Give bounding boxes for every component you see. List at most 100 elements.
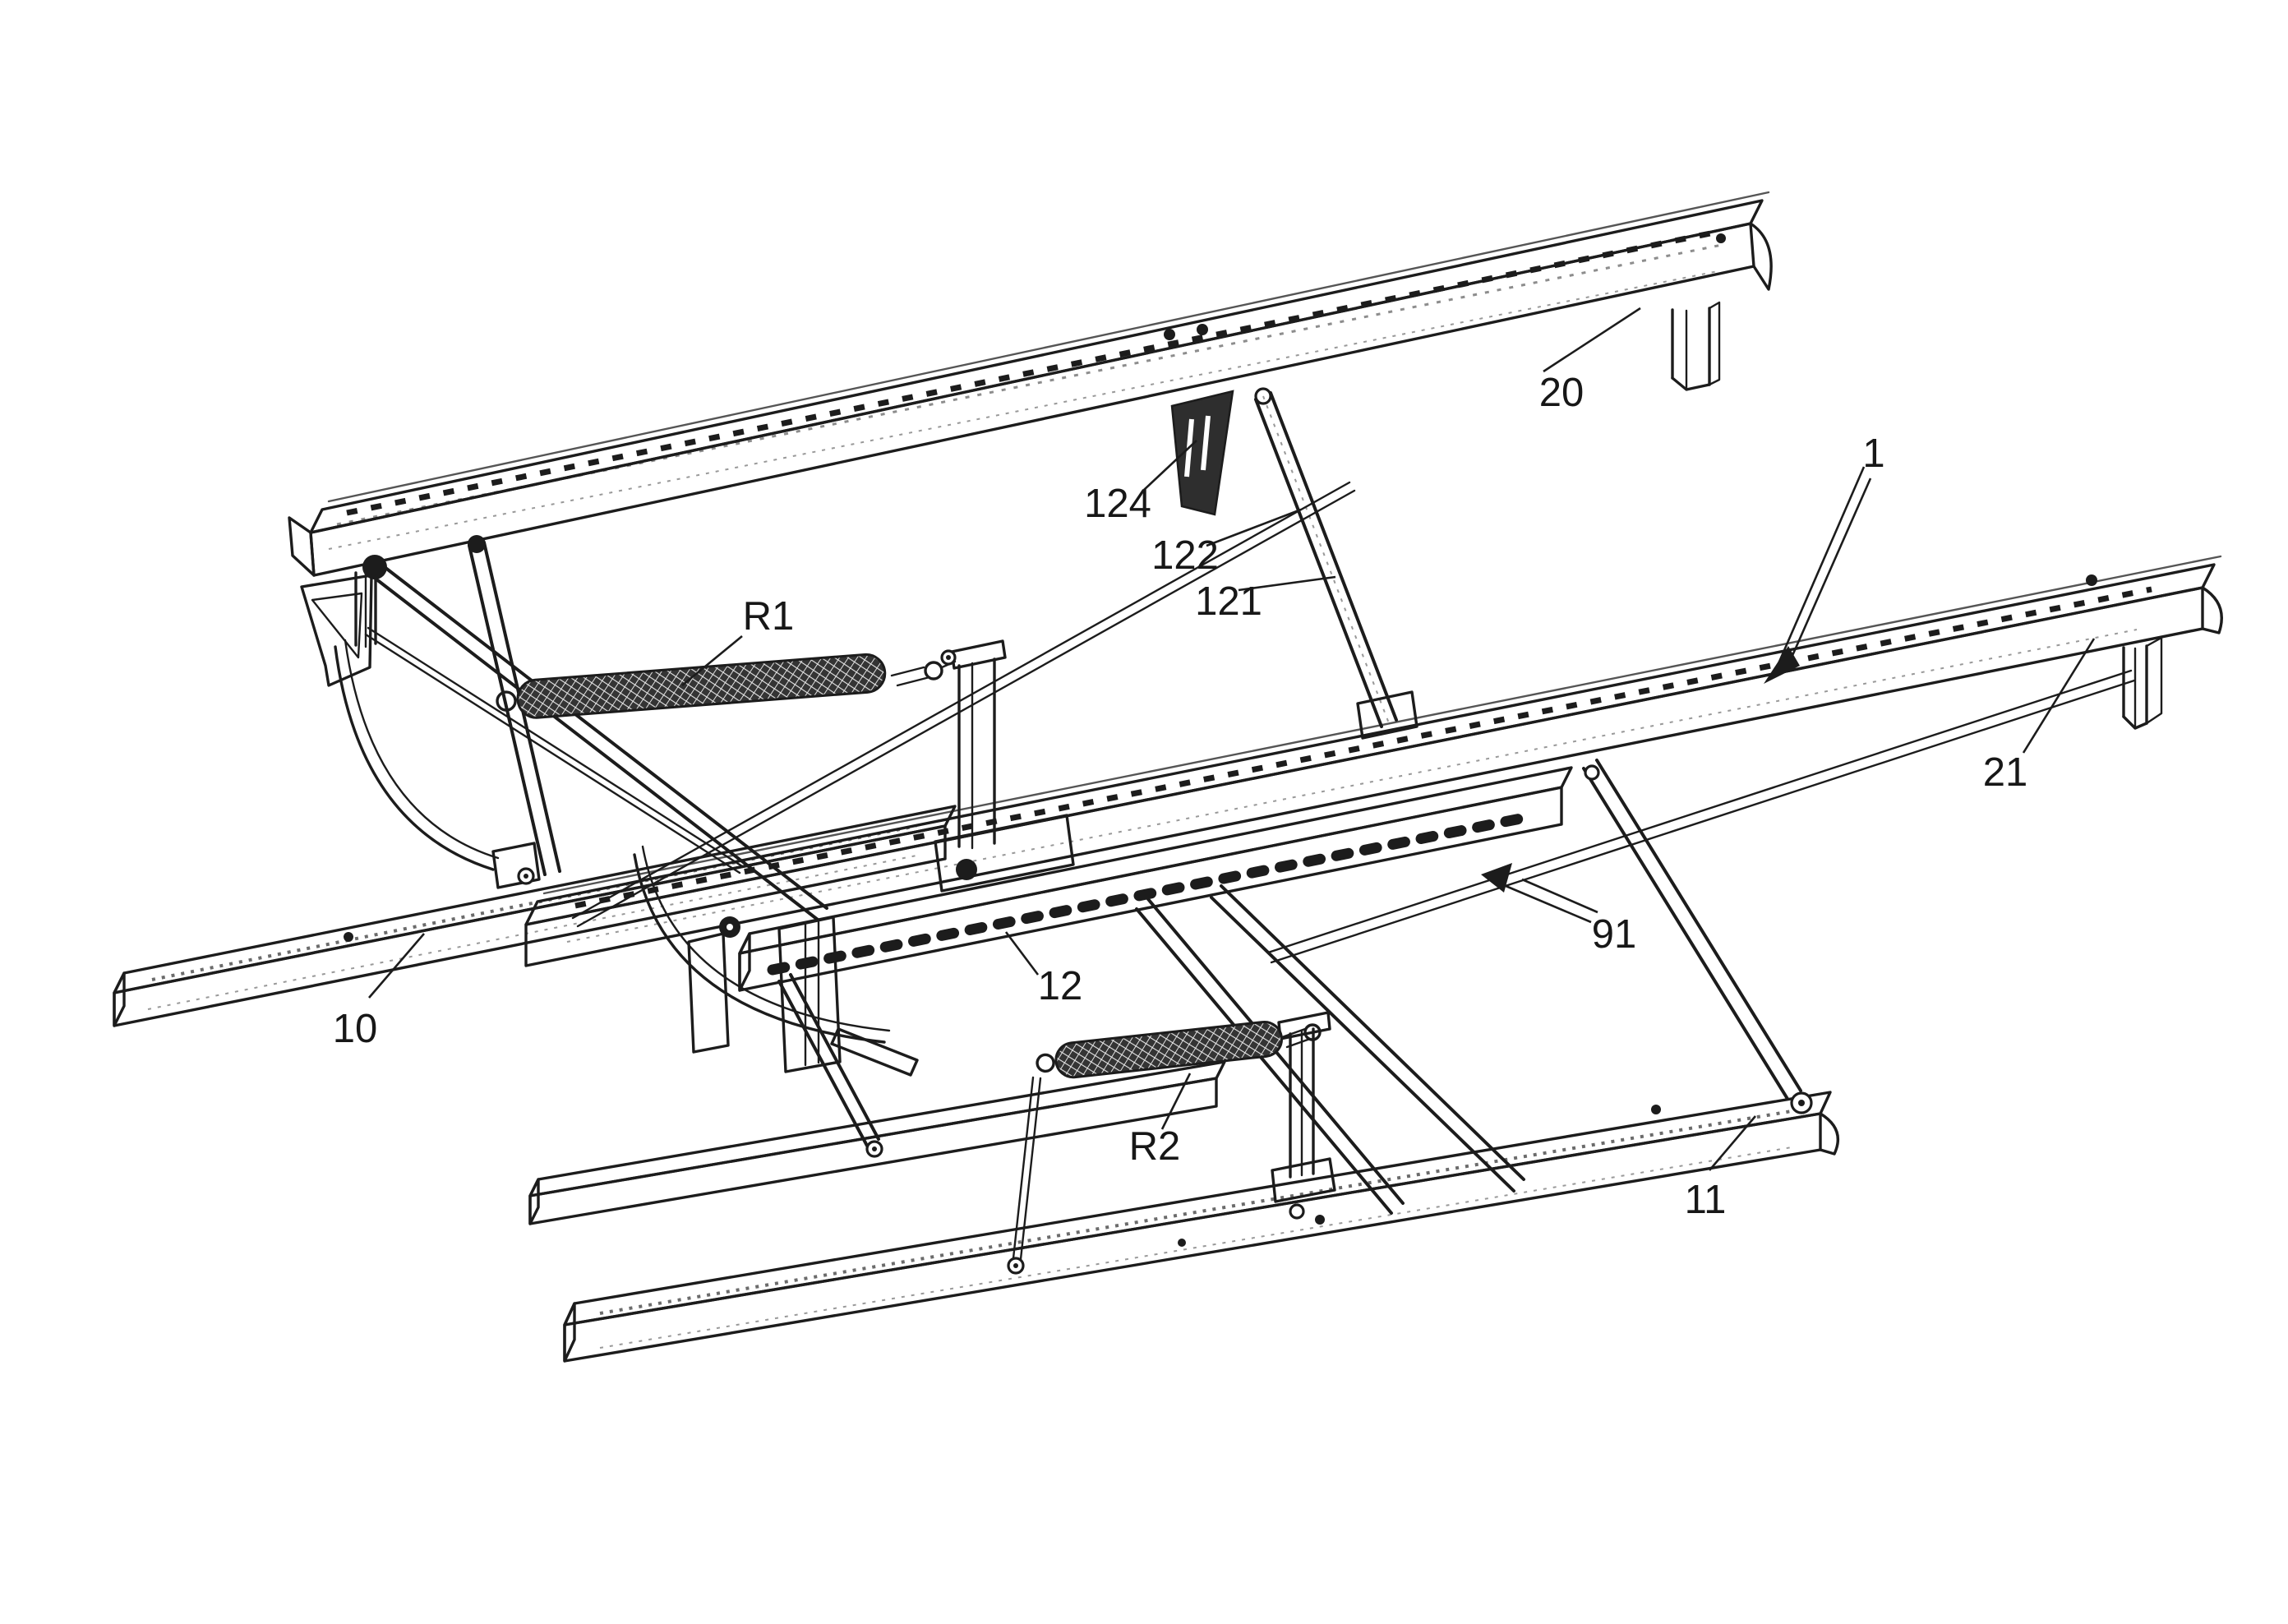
head-link-thin — [364, 626, 744, 874]
rail20-texture-top — [336, 242, 1727, 526]
runner10-texture-front — [147, 854, 921, 1010]
ref-label-21: 21 — [1983, 750, 2028, 795]
spring-R2-link-b — [1285, 1037, 1312, 1049]
center-guide-bracket — [687, 916, 919, 1077]
arrowhead-1 — [1764, 646, 1800, 684]
bracket-plate-right — [777, 916, 842, 1073]
scissor-strut-121 — [1254, 391, 1418, 740]
head-pivot-bolt-outer — [362, 555, 387, 579]
runner11-right-endcap — [1819, 1112, 1839, 1156]
bracket-plate-left — [687, 932, 730, 1054]
ref-label-R2: R2 — [1129, 1124, 1181, 1169]
runner10-left-endcap — [113, 971, 126, 1027]
strut121-foot-block — [1356, 690, 1418, 740]
ref-label-1: 1 — [1862, 431, 1884, 476]
rail20-far-wall — [327, 191, 1770, 503]
tension-spring-R1 — [496, 653, 957, 719]
rail21-far-wall — [542, 555, 2222, 895]
rail21-slot-row — [574, 586, 2152, 909]
runner11-top-face — [563, 1091, 1832, 1326]
bracket-stub-arm — [830, 1027, 919, 1077]
leader-line-12 — [1004, 931, 1040, 976]
arrow-91 — [1481, 863, 1598, 924]
strut-steep-center — [777, 973, 880, 1147]
rail20-rivet-1 — [1164, 329, 1175, 340]
reference-annotations: 20 1 124 122 121 R1 21 10 12 91 R2 11 — [333, 307, 2096, 1222]
rail20-head-bracket — [300, 570, 377, 687]
rail20-rivet-3 — [1716, 233, 1726, 243]
rail20-left-endcap — [288, 516, 316, 577]
spring-R2-shackle — [1303, 1023, 1322, 1041]
rail20-texture-front — [328, 270, 1718, 550]
runner11-texture-front — [599, 1146, 1792, 1349]
spring-R1-link-a — [890, 666, 925, 677]
beam12-top-face — [738, 766, 1573, 955]
rear-leg-strut — [1582, 759, 1802, 1100]
spring-R2-link-a — [1280, 1027, 1307, 1039]
spring-R2-anchor-link-a — [1019, 1077, 1042, 1261]
linkbar-texture — [562, 1082, 1188, 1191]
front-base-runner-11 — [563, 1091, 1839, 1363]
spring-R1-eye — [496, 690, 517, 712]
rail21-front-face — [524, 586, 2204, 967]
leader-line-20 — [1543, 307, 1641, 373]
leader-line-R1 — [681, 634, 743, 687]
spring-post-rear — [934, 639, 1075, 893]
post2-foot-bolt — [1289, 1203, 1305, 1220]
beam12-hole-row — [767, 811, 1534, 976]
ref-label-R1: R1 — [743, 594, 795, 639]
spring-R1-link-b — [896, 676, 931, 687]
runner10-rivet — [344, 932, 353, 942]
runner11-rivet-2 — [1178, 1239, 1186, 1247]
ref-label-122: 122 — [1151, 533, 1219, 578]
center-beam-12 — [738, 766, 1573, 992]
post2-foot-rivet — [1315, 1215, 1325, 1225]
near-scissor-linkage — [777, 669, 2136, 1215]
spring-R2-eye — [1036, 1053, 1055, 1073]
rocker-arc-near — [633, 845, 891, 1044]
rail20-top-face — [309, 199, 1764, 534]
rail21-top-face — [524, 563, 2216, 926]
rear-upper-rail-20 — [288, 191, 1773, 687]
rail21-texture-front — [566, 629, 2138, 943]
far-scissor-linkage — [334, 390, 1418, 928]
rear-leg-top-bolt — [1584, 764, 1600, 781]
assembly-arrow-1 — [1764, 466, 1872, 684]
runner11-front-face — [563, 1112, 1822, 1363]
linkbar-left-endcap — [528, 1178, 540, 1225]
leader-line-11 — [1709, 1115, 1756, 1171]
ref-label-10: 10 — [333, 1007, 378, 1051]
head-pivot-bolt-inner — [468, 535, 486, 553]
rail21-leg-right — [2122, 636, 2163, 730]
scissor-strut-122 — [571, 481, 1356, 928]
leader-line-124 — [1143, 440, 1197, 491]
rail20-rivet-2 — [1197, 324, 1208, 335]
runner11-texture-top — [599, 1110, 1792, 1315]
arrowhead-91 — [1481, 863, 1512, 893]
ref-label-12: 12 — [1038, 964, 1083, 1008]
spring-R2-anchor-link-b — [1012, 1076, 1035, 1260]
rocker-arc-far — [334, 639, 541, 889]
arc-joint-block — [491, 842, 541, 889]
carriage-roller — [956, 859, 977, 880]
post1-cap — [950, 639, 1007, 670]
rail20-leg-right — [1671, 301, 1721, 391]
leader-line-21 — [2022, 638, 2096, 754]
ref-label-91: 91 — [1592, 912, 1637, 957]
strut-near-2 — [1210, 884, 1525, 1193]
diagonal-brace-91 — [1266, 669, 2136, 964]
rail20-front-face — [309, 222, 1755, 577]
ref-label-121: 121 — [1195, 579, 1262, 624]
rail20-right-endcap — [1749, 222, 1773, 291]
spring-post-front — [1271, 1011, 1336, 1225]
linkbar-top-face — [528, 1060, 1226, 1197]
rail21-rivet — [2086, 574, 2097, 586]
runner11-left-endcap — [563, 1302, 576, 1363]
front-upper-rail-21 — [524, 555, 2223, 967]
rail21-right-endcap — [2201, 586, 2223, 634]
leader-line-121 — [1238, 575, 1336, 592]
spring-R1-body — [516, 653, 887, 719]
rail20-slot-row — [346, 229, 1715, 516]
runner11-rivet-1 — [1651, 1105, 1661, 1114]
